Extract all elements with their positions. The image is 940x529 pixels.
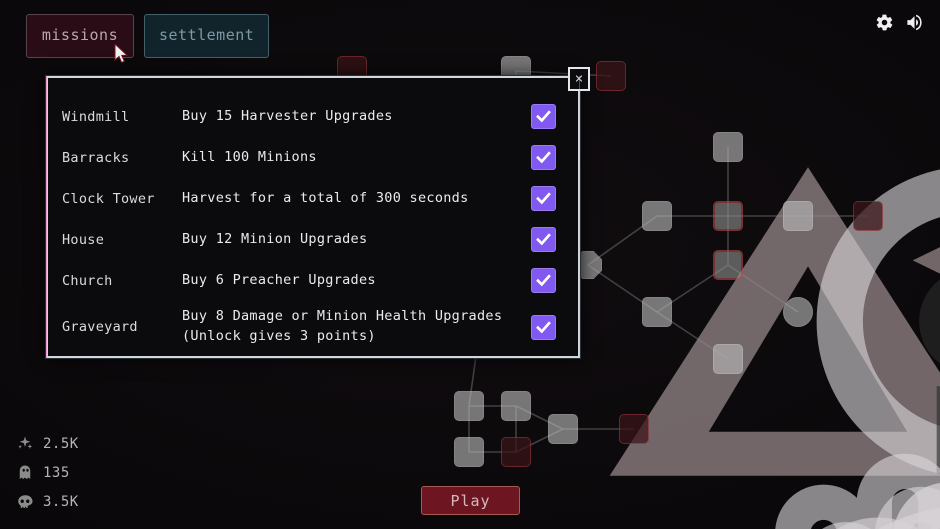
skill-node-mountain-star[interactable] xyxy=(642,201,672,231)
mission-name: Barracks xyxy=(62,149,130,166)
skill-node-hand[interactable] xyxy=(454,391,940,529)
mission-row: Barracks Kill 100 Minions xyxy=(48,137,578,178)
skill-node-hand-hourglass[interactable] xyxy=(454,437,484,467)
mission-name: House xyxy=(62,231,105,248)
check-icon xyxy=(536,320,551,333)
mission-checkbox[interactable] xyxy=(531,314,556,340)
mission-description: Buy 6 Preacher Upgrades xyxy=(182,271,376,288)
skill-node-bear-paw[interactable] xyxy=(548,414,919,529)
skull-icon xyxy=(16,493,34,511)
skill-node-compass[interactable] xyxy=(713,250,743,280)
check-icon xyxy=(536,192,551,205)
resource-ghost-value: 135 xyxy=(43,465,70,481)
mission-description: Kill 100 Minions xyxy=(182,148,317,165)
play-button[interactable]: Play xyxy=(421,486,520,515)
skill-node-mountain-grid[interactable] xyxy=(713,201,743,231)
mission-description: Buy 8 Damage or Minion Health Upgrades (… xyxy=(182,308,503,344)
resource-sparkle-value: 2.5K xyxy=(43,436,79,452)
check-icon xyxy=(536,274,551,287)
mission-description: Harvest for a total of 300 seconds xyxy=(182,189,469,206)
mission-name: Graveyard xyxy=(62,319,138,335)
mission-row: House Buy 12 Minion Upgrades xyxy=(48,219,578,260)
gear-node-icon xyxy=(816,169,940,474)
frame-icon xyxy=(936,386,940,475)
skill-node-hand-leaf[interactable] xyxy=(501,391,940,529)
burst-icon xyxy=(912,247,940,274)
clock-icon xyxy=(878,507,940,529)
tab-missions[interactable]: missions xyxy=(26,14,134,58)
skill-node-hills-cloud[interactable] xyxy=(853,201,883,231)
system-icon-bar[interactable] xyxy=(875,13,924,32)
mission-name: Clock Tower xyxy=(62,190,155,207)
mission-row: Windmill Buy 15 Harvester Upgrades xyxy=(48,96,578,137)
skill-node-square-target[interactable] xyxy=(619,414,940,529)
resource-bar: 2.5K 135 3.5K xyxy=(16,435,79,511)
skill-node-clock[interactable] xyxy=(501,437,940,529)
skill-tree-edge xyxy=(515,70,612,77)
resource-skull-value: 3.5K xyxy=(43,494,79,510)
skill-node-hills[interactable] xyxy=(783,201,813,231)
ghost-icon xyxy=(16,464,34,482)
mission-row: Clock Tower Harvest for a total of 300 se… xyxy=(48,178,578,219)
skill-node-mountain-sleep[interactable] xyxy=(713,132,743,162)
skill-node-burst[interactable] xyxy=(596,61,940,274)
check-icon xyxy=(536,151,551,164)
mission-description: Buy 12 Minion Upgrades xyxy=(182,230,368,247)
skill-node-frame[interactable] xyxy=(642,297,940,475)
mission-description: Buy 15 Harvester Upgrades xyxy=(182,107,393,124)
resource-ghost: 135 xyxy=(16,464,79,482)
mission-checkbox[interactable] xyxy=(531,227,556,252)
tab-bar[interactable]: missions settlement xyxy=(26,14,270,58)
mission-name: Windmill xyxy=(62,108,130,125)
check-icon xyxy=(536,110,551,123)
mission-checkbox[interactable] xyxy=(531,145,556,170)
skill-node-yinyang[interactable] xyxy=(783,297,813,327)
resource-skull: 3.5K xyxy=(16,493,79,511)
mission-checkbox[interactable] xyxy=(531,186,556,211)
sparkle-icon xyxy=(16,435,34,453)
gear-icon[interactable] xyxy=(875,13,894,32)
close-icon[interactable]: × xyxy=(568,67,590,91)
skill-node-bolt[interactable] xyxy=(713,344,743,374)
mission-row: Church Buy 6 Preacher Upgrades xyxy=(48,260,578,301)
mission-row: Graveyard Buy 8 Damage or Minion Health U… xyxy=(48,301,578,353)
check-icon xyxy=(536,233,551,246)
mission-checkbox[interactable] xyxy=(531,104,556,129)
resource-sparkle: 2.5K xyxy=(16,435,79,453)
tab-settlement[interactable]: settlement xyxy=(144,14,270,58)
mission-checkbox[interactable] xyxy=(531,268,556,293)
mission-name: Church xyxy=(62,272,113,289)
speaker-icon[interactable] xyxy=(905,13,924,32)
